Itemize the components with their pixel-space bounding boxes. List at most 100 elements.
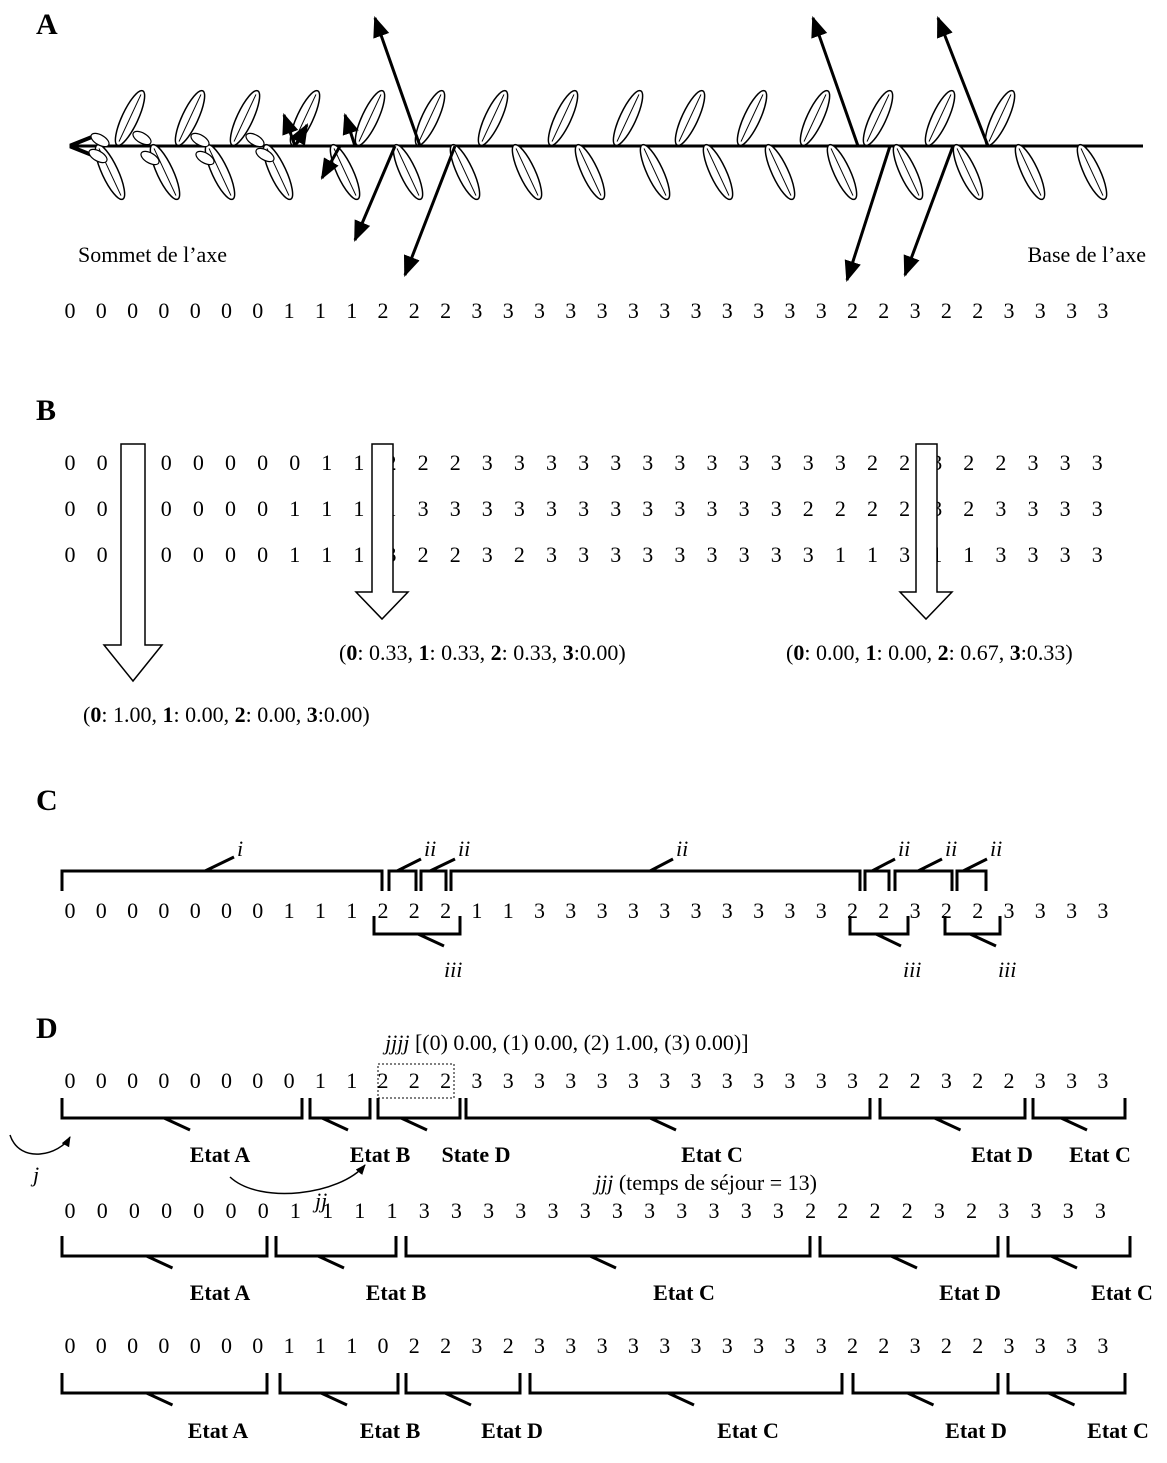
seq-b-row2-digit-8: 1 bbox=[321, 542, 332, 567]
seq-d-row2-digit-30: 3 bbox=[1004, 1333, 1015, 1358]
leaf-9 bbox=[674, 89, 706, 147]
seq-d-row2-digit-4: 0 bbox=[190, 1333, 201, 1358]
leaf-31 bbox=[1076, 143, 1108, 201]
seq-d-row2-digit-3: 0 bbox=[158, 1333, 169, 1358]
seq-b-row1-digit-13: 3 bbox=[482, 496, 493, 521]
seq-b-row1-digit-26: 2 bbox=[899, 496, 910, 521]
seq-a-digit-10: 2 bbox=[378, 298, 389, 323]
state-bracket-r2-1 bbox=[278, 1373, 400, 1395]
seq-b-row0-digit-3: 0 bbox=[161, 450, 172, 475]
seq-d-row2-digit-27: 3 bbox=[910, 1333, 921, 1358]
column-arrow-2 bbox=[354, 443, 410, 621]
seq-d-row0-digit-23: 3 bbox=[784, 1068, 795, 1093]
seq-d-row0-digit-25: 3 bbox=[847, 1068, 858, 1093]
seq-b-row1-digit-22: 3 bbox=[771, 496, 782, 521]
seq-c-digit-27: 3 bbox=[910, 898, 921, 923]
label-ii-6: ii bbox=[990, 836, 1002, 861]
seq-d-row1-digit-22: 3 bbox=[773, 1198, 784, 1223]
seq-b-row2-digit-1: 0 bbox=[97, 542, 108, 567]
leaf-6 bbox=[477, 89, 509, 147]
seq-b-row1-digit-28: 2 bbox=[963, 496, 974, 521]
seq-c-digit-6: 0 bbox=[252, 898, 263, 923]
branch-arrow-1 bbox=[811, 16, 860, 147]
seq-d-row0-digit-2: 0 bbox=[127, 1068, 138, 1093]
branch-arrow-3 bbox=[353, 145, 397, 242]
seq-b-row1-digit-11: 3 bbox=[418, 496, 429, 521]
state-tick-r2-4 bbox=[906, 1391, 935, 1407]
leaf-20 bbox=[392, 143, 424, 201]
seq-b-row2-digit-15: 3 bbox=[546, 542, 557, 567]
seq-b-row0-digit-8: 1 bbox=[321, 450, 332, 475]
seq-b-row2-digit-14: 2 bbox=[514, 542, 525, 567]
seq-a-digit-3: 0 bbox=[158, 298, 169, 323]
seq-b-row0-digit-4: 0 bbox=[193, 450, 204, 475]
seq-b-row0-digit-12: 2 bbox=[450, 450, 461, 475]
leaf-26 bbox=[764, 143, 796, 201]
leaf-13 bbox=[924, 89, 956, 147]
leaf-28 bbox=[892, 143, 924, 201]
seq-d-row0-digit-22: 3 bbox=[753, 1068, 764, 1093]
seq-b-row0-digit-24: 3 bbox=[835, 450, 846, 475]
state-tick-r2-0 bbox=[145, 1391, 174, 1407]
leaf-24 bbox=[639, 143, 671, 201]
seq-d-row2-digit-9: 1 bbox=[346, 1333, 357, 1358]
label-iii-1: iii bbox=[444, 957, 462, 982]
state-tick-r0-0 bbox=[163, 1116, 191, 1132]
leaf-16 bbox=[149, 143, 181, 201]
state-label-r0-2: State D bbox=[441, 1142, 510, 1167]
leaf-5 bbox=[414, 89, 446, 147]
state-tick-r1-1 bbox=[317, 1254, 345, 1270]
branch-arrow-9 bbox=[342, 113, 359, 147]
seq-d-row1-digit-12: 3 bbox=[451, 1198, 462, 1223]
seq-a-digit-20: 3 bbox=[691, 298, 702, 323]
seq-d-row0-digit-26: 2 bbox=[878, 1068, 889, 1093]
leaf-21 bbox=[449, 143, 481, 201]
seq-b-row1-digit-17: 3 bbox=[610, 496, 621, 521]
seq-c-digit-28: 2 bbox=[941, 898, 952, 923]
seq-d-row1-digit-3: 0 bbox=[161, 1198, 172, 1223]
leaf-12 bbox=[862, 89, 894, 147]
seq-d-row0-digit-11: 2 bbox=[409, 1068, 420, 1093]
seq-b-row1-digit-1: 0 bbox=[97, 496, 108, 521]
leaf-22 bbox=[511, 143, 543, 201]
seq-b-row1-digit-14: 3 bbox=[514, 496, 525, 521]
leaf-27 bbox=[826, 143, 858, 201]
state-bracket-r2-4 bbox=[851, 1373, 1000, 1395]
seq-b-row2-digit-21: 3 bbox=[739, 542, 750, 567]
leaves bbox=[88, 89, 1108, 201]
state-label-r1-2: Etat C bbox=[653, 1280, 715, 1305]
seq-c-digit-24: 3 bbox=[816, 898, 827, 923]
seq-a-digit-29: 2 bbox=[972, 298, 983, 323]
distribution-1: (0: 1.00, 1: 0.00, 2: 0.00, 3:0.00) bbox=[83, 702, 370, 727]
state-tick-r0-4 bbox=[933, 1116, 962, 1132]
seq-b-row1-digit-9: 1 bbox=[353, 496, 364, 521]
seq-d-row1-digit-27: 3 bbox=[934, 1198, 945, 1223]
state-label-r2-1: Etat B bbox=[360, 1418, 421, 1443]
branch-arrow-10 bbox=[320, 145, 342, 180]
leaf-10 bbox=[736, 89, 768, 147]
seq-a-digit-4: 0 bbox=[190, 298, 201, 323]
seq-c-digit-7: 1 bbox=[284, 898, 295, 923]
leaf-2 bbox=[229, 89, 261, 147]
seq-d-row2-digit-25: 2 bbox=[847, 1333, 858, 1358]
seq-d-row1-digit-18: 3 bbox=[644, 1198, 655, 1223]
seq-c-digit-22: 3 bbox=[753, 898, 764, 923]
leaf-1 bbox=[174, 89, 206, 147]
emission-box bbox=[377, 1063, 455, 1099]
seq-b-row2-digit-13: 3 bbox=[482, 542, 493, 567]
panel-b-label: B bbox=[36, 394, 56, 427]
seq-c-digit-14: 1 bbox=[503, 898, 514, 923]
label-j: j bbox=[30, 1162, 39, 1187]
state-label-r2-2: Etat D bbox=[481, 1418, 543, 1443]
seq-b-row1-digit-23: 2 bbox=[803, 496, 814, 521]
state-label-r0-5: Etat C bbox=[1069, 1142, 1131, 1167]
seq-b-row1-digit-7: 1 bbox=[289, 496, 300, 521]
seq-d-row1-digit-19: 3 bbox=[676, 1198, 687, 1223]
seq-b-row1-digit-30: 3 bbox=[1028, 496, 1039, 521]
seq-a-digit-32: 3 bbox=[1066, 298, 1077, 323]
state-bracket-r0-1 bbox=[308, 1098, 372, 1120]
seq-b-row1-digit-8: 1 bbox=[321, 496, 332, 521]
seq-d-row2-digit-21: 3 bbox=[722, 1333, 733, 1358]
seq-b-row0-digit-17: 3 bbox=[610, 450, 621, 475]
